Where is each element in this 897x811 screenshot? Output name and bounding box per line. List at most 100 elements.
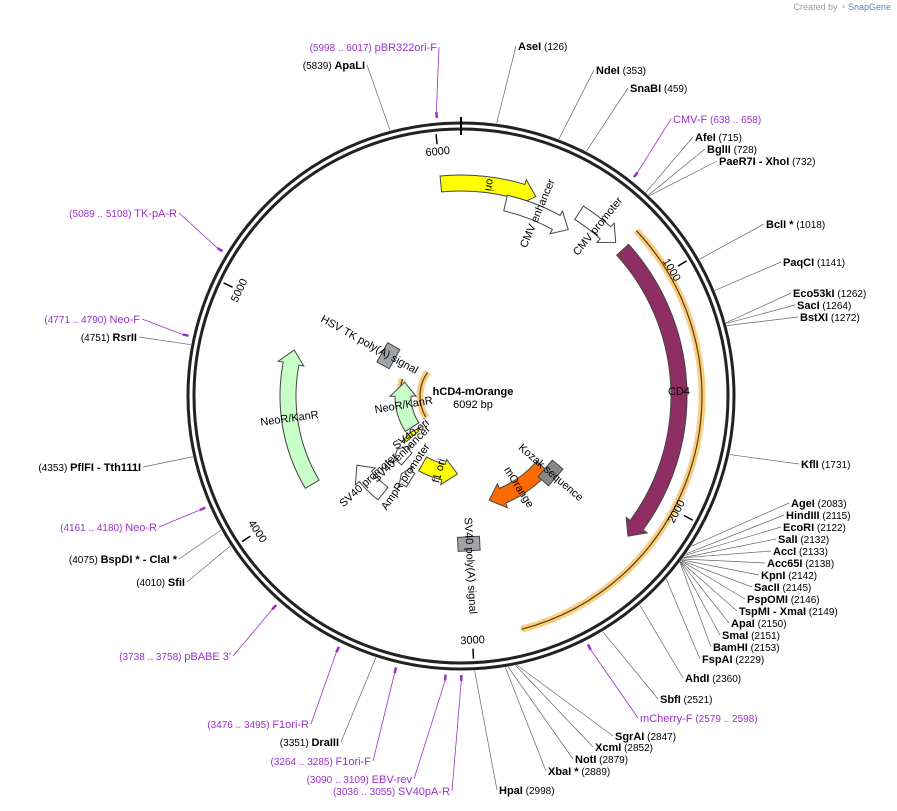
enzyme-position: (2138) [802, 559, 834, 570]
primer-position: (3476 .. 3495) [207, 720, 272, 731]
enzyme-name: SacI [797, 300, 820, 312]
enzyme-leader [340, 657, 377, 743]
enzyme-name: AseI [518, 41, 541, 53]
primer-mark [199, 506, 206, 512]
enzyme-label: (3351) DraIII [280, 737, 339, 749]
plasmid-length: 6092 bp [453, 399, 493, 411]
primer-name: F1ori-R [272, 719, 309, 731]
enzyme-label: BclI * (1018) [766, 219, 825, 231]
tick-mark [241, 535, 251, 543]
enzyme-position: (2083) [815, 499, 847, 510]
enzyme-name: SnaBI [630, 83, 661, 95]
feature-label: HSV TK poly(A) signal [319, 313, 420, 376]
enzyme-label: SgrAI (2847) [615, 731, 676, 743]
credit-brand: SnapGene [847, 2, 891, 12]
enzyme-position: (2521) [681, 695, 713, 706]
enzyme-name: SbfI [660, 694, 681, 706]
enzyme-leader [680, 560, 746, 600]
enzyme-position: (2145) [780, 583, 812, 594]
feature-box [456, 535, 481, 552]
tick-label: 3000 [460, 634, 485, 647]
enzyme-label: HindIII (2115) [786, 510, 851, 522]
primer-name: pBR322ori-F [375, 42, 438, 54]
primer-name: CMV-F [673, 114, 708, 126]
primer-label: (3090 .. 3109) EBV-rev [307, 774, 413, 786]
enzyme-leader [679, 562, 712, 648]
enzyme-name: SgrAI [615, 731, 644, 743]
feature-arrow [392, 444, 413, 466]
enzyme-label: HpaI (2998) [499, 785, 555, 797]
tick-label: 2000 [666, 498, 688, 525]
enzyme-leader [679, 561, 721, 636]
feature-box [537, 459, 564, 487]
enzyme-name: BspDI * - ClaI * [101, 554, 178, 566]
primer-mark [393, 667, 398, 674]
enzyme-label: BglII (728) [707, 144, 757, 156]
primer-position: (4771 .. 4790) [44, 315, 109, 326]
enzyme-name: NdeI [596, 65, 620, 77]
enzyme-label: AccI (2133) [773, 546, 828, 558]
enzyme-leader [681, 559, 760, 576]
enzyme-position: (2229) [733, 655, 765, 666]
primer-position: (5089 .. 5108) [69, 209, 134, 220]
enzyme-position: (2151) [748, 631, 780, 642]
enzyme-label: XbaI * (2889) [548, 766, 610, 778]
enzyme-name: AfeI [695, 132, 716, 144]
feature-arrow [503, 194, 569, 235]
credit-line: Created by ◔ SnapGene [793, 2, 891, 12]
primer-mark [182, 333, 189, 337]
enzyme-position: (2153) [748, 643, 780, 654]
enzyme-position: (2150) [755, 619, 787, 630]
enzyme-name: KpnI [761, 570, 785, 582]
enzyme-name: DraIII [311, 737, 339, 749]
orf-line [521, 230, 703, 630]
primer-name: TK-pA-R [134, 208, 177, 220]
enzyme-label: XcmI (2852) [595, 742, 653, 754]
enzyme-leader [516, 664, 614, 737]
primer-name: Neo-R [125, 522, 157, 534]
enzyme-leader [648, 148, 706, 196]
enzyme-label: BstXI (1272) [800, 312, 860, 324]
enzyme-label: KflI (1731) [801, 459, 850, 471]
enzyme-label: SbfI (2521) [660, 694, 712, 706]
enzyme-position: (2847) [644, 732, 676, 743]
feature-arrows [277, 174, 688, 552]
enzyme-leader [729, 454, 800, 465]
enzyme-position: (732) [789, 157, 815, 168]
enzyme-position: (459) [661, 84, 687, 95]
primer-position: (3738 .. 3758) [119, 652, 184, 663]
primer-position: (2579 .. 2598) [693, 714, 758, 725]
enzyme-label: FspAI (2229) [702, 654, 764, 666]
enzyme-name: AgeI [791, 498, 815, 510]
primer-label: (5089 .. 5108) TK-pA-R [69, 208, 177, 220]
enzyme-leader [726, 304, 796, 324]
primer-position: (3036 .. 3055) [333, 787, 398, 798]
enzyme-label: (5839) ApaLI [303, 60, 365, 72]
enzyme-leader [683, 550, 772, 559]
plasmid-name: hCD4-mOrange [433, 386, 514, 398]
primer-leader [637, 118, 672, 173]
enzyme-position: (2879) [596, 755, 628, 766]
enzyme-leader [639, 604, 684, 679]
enzyme-leader [683, 538, 777, 558]
enzyme-position: (1272) [828, 313, 860, 324]
enzyme-label: NdeI (353) [596, 65, 646, 77]
enzyme-position: (1141) [814, 258, 845, 269]
feature-arrow [616, 243, 688, 537]
enzyme-name: FspAI [702, 654, 733, 666]
enzyme-label: AgeI (2083) [791, 498, 847, 510]
credit-prefix: Created by [793, 2, 838, 12]
enzyme-name: PspOMI [747, 594, 788, 606]
feature-label: CD4 [668, 386, 690, 398]
primer-name: Neo-F [109, 314, 140, 326]
enzyme-label: (4751) RsrII [81, 332, 137, 344]
primer-leader [141, 318, 183, 335]
tick-label: 4000 [245, 518, 269, 545]
enzyme-name: PflFI - Tth111I [70, 462, 141, 474]
primer-label: (4161 .. 4180) Neo-R [60, 522, 157, 534]
enzyme-position: (2360) [709, 674, 741, 685]
enzyme-leader [142, 456, 193, 468]
enzyme-position: (4353) [38, 463, 70, 474]
enzyme-name: XcmI [595, 742, 621, 754]
primer-mark [216, 247, 224, 253]
